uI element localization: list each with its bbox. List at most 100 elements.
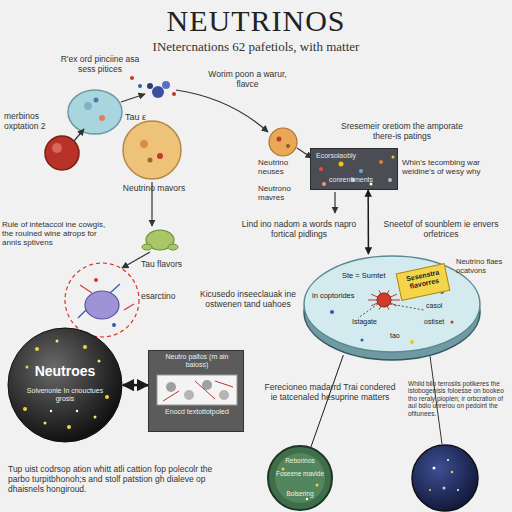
node-text: Foseene mavide xyxy=(275,470,325,477)
particle-dot xyxy=(330,310,334,314)
nucleus xyxy=(85,291,119,319)
red-track xyxy=(163,391,179,401)
particle-label: Tau ε xyxy=(125,112,165,122)
node-shape xyxy=(7,327,123,443)
molecule-atom xyxy=(147,83,153,89)
glow-dot xyxy=(50,410,52,412)
cell-dot xyxy=(148,158,153,163)
cell-highlight xyxy=(52,143,62,153)
molecule-atom xyxy=(172,92,176,96)
particle-dot xyxy=(359,169,363,173)
diagram-title: NEUTRINOS xyxy=(0,4,512,38)
gray-particle xyxy=(166,382,176,392)
small-cell xyxy=(269,128,297,156)
particle-dot xyxy=(94,278,98,282)
cyan-cell xyxy=(68,90,122,134)
annotation: Neutrino flaes ocatvons xyxy=(456,258,512,275)
annotation: Whin's tecombing war weidine's of wesy w… xyxy=(402,158,510,176)
particle-dot xyxy=(339,162,344,167)
flavor-label: Tau flavors xyxy=(141,260,196,270)
node-heading: Sesenstra flavorres xyxy=(399,267,447,292)
node-heading: Reborinos xyxy=(275,457,325,464)
node-shape xyxy=(302,252,482,364)
node-text: tao xyxy=(390,332,415,340)
node-heading: Neutro paltos (m ain baioss) xyxy=(154,353,240,369)
glow-dot xyxy=(23,407,27,411)
node-text: conrentiments xyxy=(329,176,395,184)
particle-track xyxy=(78,310,86,318)
cell-label: Neutrino neuses xyxy=(258,158,310,176)
organism-leg xyxy=(168,244,178,250)
organism-leg xyxy=(142,244,152,250)
particle-dot xyxy=(451,321,454,324)
interaction-point xyxy=(377,293,391,307)
particle-dot xyxy=(410,340,414,344)
gray-particle xyxy=(219,390,229,400)
red-track xyxy=(215,381,233,387)
track-line xyxy=(358,304,378,318)
interaction-region xyxy=(65,263,139,337)
annotation: R'ex ord pinciine asa sess pitices xyxy=(58,55,142,75)
glow-dot xyxy=(98,360,101,363)
particle-dot xyxy=(322,182,326,186)
connector-arrow xyxy=(123,384,148,387)
annotation: Ferecioneo madarrd Trai condered ie tatc… xyxy=(262,383,398,403)
node-text: Solvenonie In cnouctues grosis xyxy=(21,387,109,403)
flavor-circle: ReborinosFoseene mavideBolsering xyxy=(267,445,333,511)
cell-dot xyxy=(99,115,105,121)
particle-dot xyxy=(306,498,308,500)
connector-arrow xyxy=(367,190,369,254)
subtitle: INetercnations 62 pafetiols, with matter xyxy=(56,40,456,55)
particle-dot xyxy=(319,167,323,171)
process-box: Ecorsoiaoblyconrentiments xyxy=(310,148,398,190)
red-cell xyxy=(45,136,79,170)
orange-cell xyxy=(123,121,181,179)
node-text: Bolsering xyxy=(275,490,325,497)
particle-dot xyxy=(130,76,134,80)
particle-dot xyxy=(379,160,383,164)
annotation: Sneetof of sounblem ie envers orfetrices xyxy=(382,220,500,240)
star-dot xyxy=(443,487,446,490)
disc-top xyxy=(304,256,480,352)
star-dot xyxy=(447,459,449,461)
inner-glow xyxy=(275,453,325,503)
star-dot xyxy=(457,489,459,491)
cell-dot xyxy=(94,98,99,103)
star-dot xyxy=(451,471,453,473)
flavor-label: esarctino xyxy=(141,292,196,302)
neutrino-sphere: NeutroesSolvenonie In cnouctues grosis xyxy=(7,327,123,443)
particle-track xyxy=(110,284,120,293)
cell-dot xyxy=(277,137,282,142)
flow-arrow xyxy=(121,94,145,102)
node-text: Istagate xyxy=(352,318,397,326)
annotation: Sresemeir oretiom the amporate there-is … xyxy=(330,122,474,142)
node-text: casol xyxy=(426,302,466,310)
node-heading: Neutroes xyxy=(15,363,115,379)
red-track xyxy=(195,381,215,399)
cell-dot xyxy=(84,102,92,110)
note: Whild bilo terrosils potikeres the istob… xyxy=(408,380,510,417)
interaction-disc: Ste = Sumtetin coptoridescasolIstagateta… xyxy=(302,252,482,364)
glow-dot xyxy=(26,366,29,369)
star-dot xyxy=(429,489,431,491)
flow-arrow xyxy=(176,90,268,132)
glow-dot xyxy=(76,410,78,412)
dark-sphere xyxy=(8,328,122,442)
annotation: Kicusedo inseeclauak ine ostwenen tand u… xyxy=(194,290,302,310)
particle-dot xyxy=(388,178,392,182)
particle-dot xyxy=(361,339,364,342)
node-text: in coptorides xyxy=(312,292,372,301)
glow-dot xyxy=(56,340,59,343)
particle-track xyxy=(80,285,92,293)
detector-box: Neutro paltos (m ain baioss)Enocd textot… xyxy=(148,350,244,432)
particle-dot xyxy=(138,84,142,88)
note: Tup uist codrsop ation whitt atli cattio… xyxy=(8,465,233,494)
glow-dot xyxy=(44,422,47,425)
box-label: Neutrono mavres xyxy=(258,184,310,202)
molecule-atom xyxy=(152,86,164,98)
flow-arrow xyxy=(334,192,335,213)
cell-dot xyxy=(286,144,290,148)
glow-dot xyxy=(35,347,39,351)
node-text: ostiset xyxy=(424,318,464,326)
